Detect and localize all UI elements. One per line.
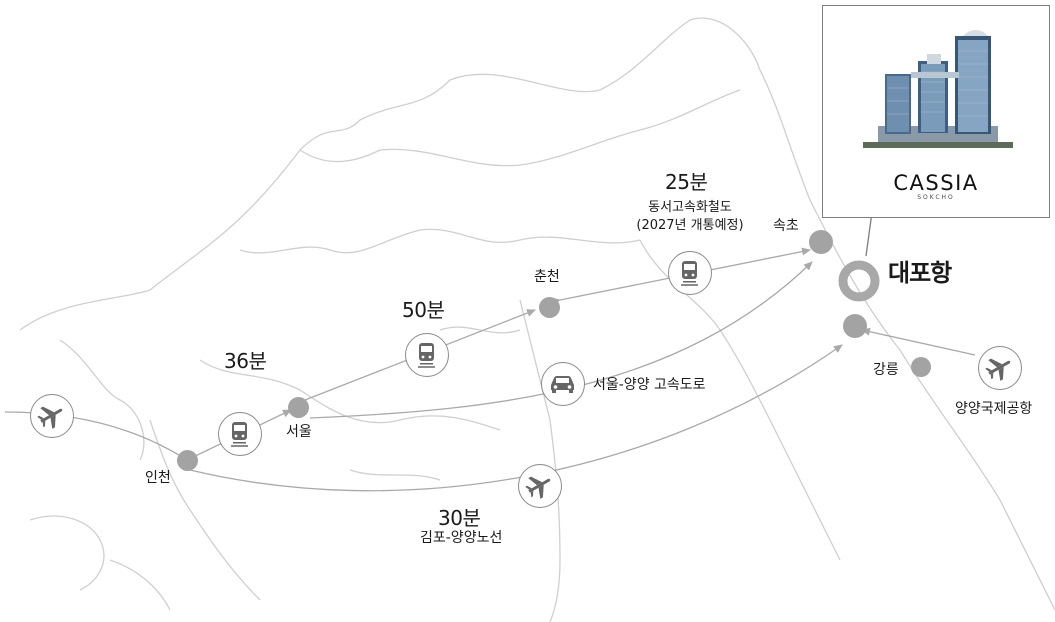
donghae-rail-time: 25분: [665, 170, 708, 194]
incheon-dot[interactable]: [177, 450, 198, 471]
seoul-dot[interactable]: [288, 397, 309, 418]
seoul-label: 서울: [286, 424, 312, 440]
gimpo-flight-time: 30분: [438, 506, 481, 530]
sokcho-dot[interactable]: [809, 230, 833, 254]
airplane-icon: [37, 406, 63, 429]
chuncheon-dot[interactable]: [539, 297, 560, 318]
sokcho-label: 속초: [773, 218, 799, 234]
expressway-label: 서울-양양 고속도로: [593, 377, 706, 393]
airplane-icon: [525, 476, 551, 499]
donghae-rail-train-icon-circle[interactable]: [668, 251, 712, 295]
donghae-rail-name: 동서고속화철도: [648, 200, 732, 215]
airplane-icon: [985, 358, 1011, 381]
popup-pointer: [865, 211, 873, 257]
gimpo-flight-icon-circle[interactable]: [518, 464, 562, 508]
incheon-seoul-train-icon-circle[interactable]: [218, 412, 262, 456]
daepohang-label: 대포항: [888, 259, 952, 287]
seoul-train-time: 36분: [224, 349, 267, 373]
daepohang-ring: [838, 260, 880, 302]
gangneung-label: 강릉: [873, 362, 899, 378]
chuncheon-label: 춘천: [534, 269, 560, 285]
chuncheon-train-time: 50분: [402, 298, 445, 322]
donghae-rail-route: 동서고속화철도 (2027년 개통예정): [630, 199, 750, 234]
expressway-car-icon-circle[interactable]: [541, 362, 585, 406]
train-icon: [681, 261, 698, 286]
daepohang-lower-dot[interactable]: [843, 314, 867, 338]
car-icon: [551, 376, 574, 393]
cassia-popup[interactable]: CASSIA SOKCHO: [822, 5, 1050, 218]
route-lines: [4, 211, 976, 492]
train-icon: [418, 343, 435, 368]
cassia-brand-name: CASSIA: [893, 171, 979, 195]
gangneung-dot[interactable]: [911, 357, 931, 377]
yangyang-airport-icon-circle[interactable]: [978, 346, 1022, 390]
yangyang-airport-line: [861, 327, 976, 356]
train-icon: [231, 422, 248, 447]
gimpo-flight-line: [189, 344, 843, 492]
incheon-label: 인천: [145, 470, 171, 486]
yangyang-airport-label: 양양국제공항: [955, 401, 1033, 417]
gimpo-line-label: 김포-양양노선: [420, 530, 503, 546]
cassia-building-image: [863, 30, 1013, 148]
inbound-flight-icon-circle[interactable]: [30, 394, 74, 438]
cassia-brand-subtitle: SOKCHO: [917, 194, 955, 201]
seoul-chuncheon-train-icon-circle[interactable]: [405, 333, 449, 377]
donghae-rail-note: (2027년 개통예정): [636, 217, 744, 233]
